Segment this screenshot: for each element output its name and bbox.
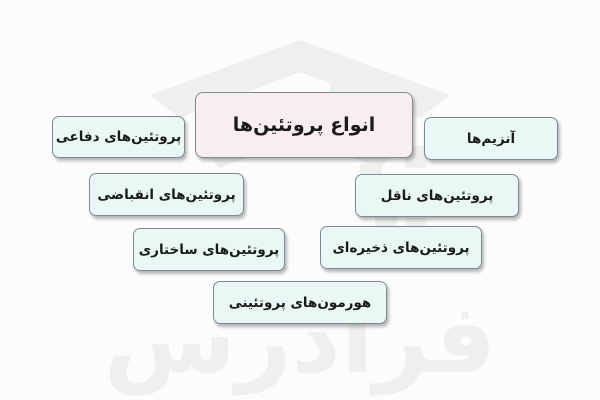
node-label: پروتئین‌های ناقل: [380, 187, 494, 204]
node-label: پروتئین‌های ساختاری: [138, 241, 280, 258]
node-enzymes: آنزیم‌ها: [424, 117, 558, 160]
root-node: انواع پروتئین‌ها: [195, 92, 413, 158]
node-label: پروتئین‌های انقباضی: [97, 186, 236, 203]
node-protein-hormones: هورمون‌های پروتئینی: [213, 281, 387, 324]
node-label: آنزیم‌ها: [466, 130, 516, 147]
node-storage-proteins: پروتئین‌های ذخیره‌ای: [320, 226, 482, 269]
node-contractile-proteins: پروتئین‌های انقباضی: [89, 173, 244, 216]
node-defensive-proteins: پروتئین‌های دفاعی: [52, 116, 185, 158]
node-label: هورمون‌های پروتئینی: [228, 294, 372, 311]
node-label: پروتئین‌های دفاعی: [55, 129, 182, 145]
node-transport-proteins: پروتئین‌های ناقل: [355, 174, 519, 217]
root-label: انواع پروتئین‌ها: [232, 114, 376, 136]
node-structural-proteins: پروتئین‌های ساختاری: [133, 228, 285, 271]
node-label: پروتئین‌های ذخیره‌ای: [332, 239, 470, 256]
